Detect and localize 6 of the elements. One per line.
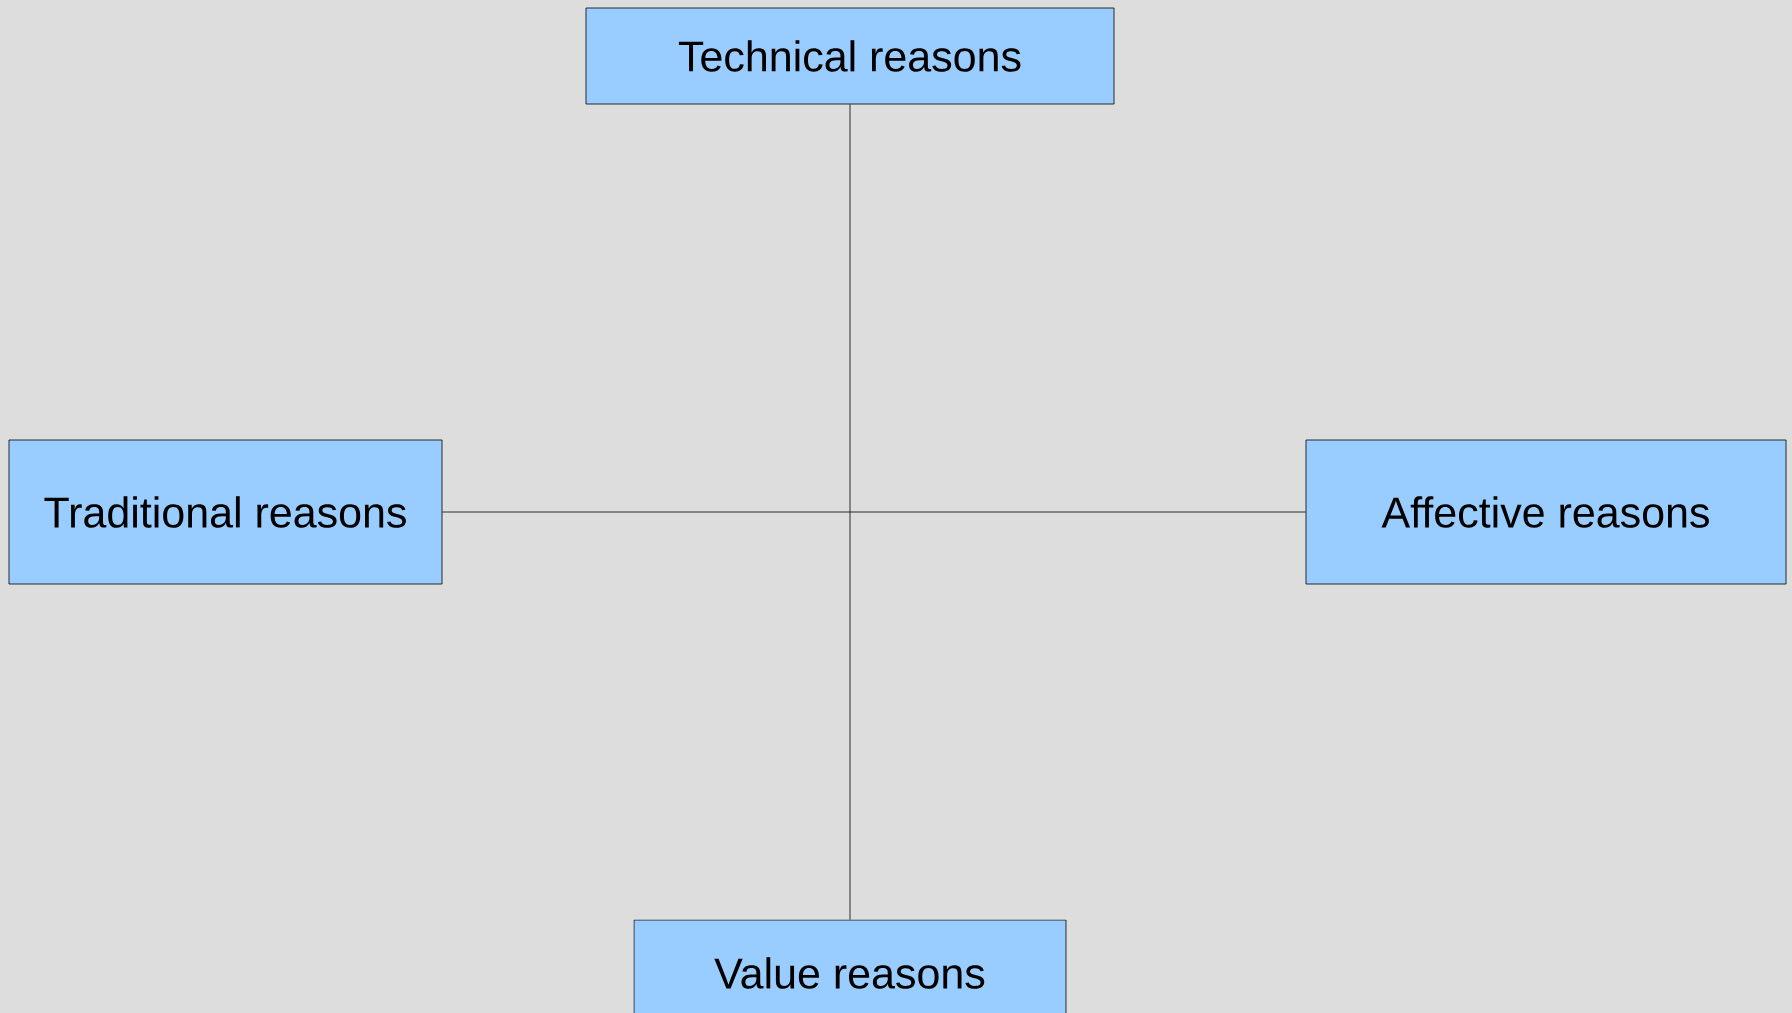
reason-box: Value reasons (633, 919, 1067, 1013)
reason-box: Technical reasons (585, 7, 1115, 105)
connector-line (849, 104, 851, 920)
reason-box: Affective reasons (1305, 439, 1787, 585)
reason-box: Traditional reasons (8, 439, 443, 585)
connector-line (442, 511, 1306, 513)
